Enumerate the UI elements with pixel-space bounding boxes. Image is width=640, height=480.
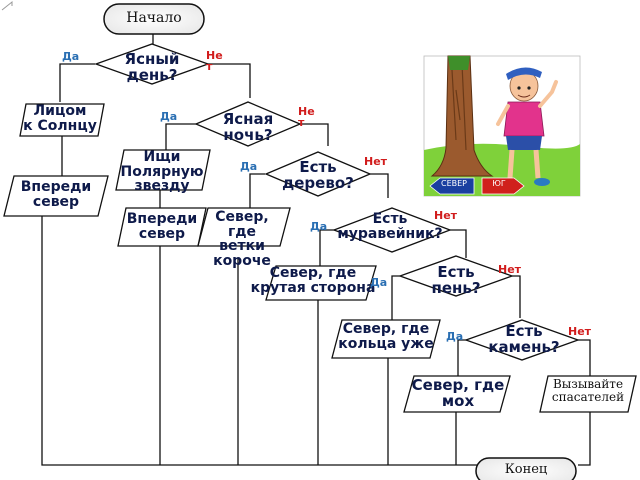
- start-terminator: [103, 3, 205, 35]
- decision-night: [194, 101, 302, 147]
- no-label-stump: Нет: [498, 263, 522, 276]
- no-label-tree: Нет: [364, 155, 388, 168]
- yes-label-stump: Да: [370, 276, 388, 289]
- boy-arm-up: [538, 80, 558, 108]
- no-label-anthill: Нет: [434, 209, 458, 222]
- boy-cap: [506, 67, 542, 80]
- action-call-rescuers: [539, 375, 637, 413]
- sign-north-label: СЕВЕР: [440, 179, 467, 188]
- sign-south-arrow: [481, 177, 525, 195]
- boy-shirt: [503, 101, 545, 137]
- action-steep-side: [265, 265, 377, 301]
- boy-shoe-right: [534, 178, 550, 186]
- yes-label-tree: Да: [240, 160, 258, 173]
- decision-tree: [264, 151, 372, 197]
- action-north-star: [115, 149, 211, 191]
- end-label: Конец: [504, 462, 548, 477]
- decision-sunny: [94, 43, 210, 85]
- action-dense-rings: [331, 319, 441, 359]
- illustration: [423, 55, 581, 197]
- end-terminator: [475, 457, 577, 480]
- yes-label-stone: Да: [446, 330, 464, 343]
- tree-foliage: [448, 56, 470, 70]
- decision-anthill: [332, 207, 452, 253]
- action-ahead-north: [3, 175, 109, 217]
- action-short-branches: [197, 207, 291, 247]
- yes-label-sunny: Да: [62, 50, 80, 63]
- yes-label-night: Да: [160, 110, 178, 123]
- boy-legs: [507, 149, 541, 179]
- sign-south-label: ЮГ: [492, 179, 506, 188]
- no-label-stone: Нет: [568, 325, 592, 338]
- tree-trunk: [430, 55, 494, 177]
- boy-shorts: [506, 136, 542, 150]
- connectors: [41, 34, 591, 466]
- decision-stump: [398, 255, 514, 297]
- action-face-sun: [19, 103, 105, 137]
- decision-stone: [464, 319, 580, 361]
- corner-mark: [1, 0, 13, 11]
- sign-north-arrow: [429, 177, 475, 195]
- action-moss: [403, 375, 511, 413]
- yes-label-anthill: Да: [310, 220, 328, 233]
- start-label: Начало: [126, 10, 182, 26]
